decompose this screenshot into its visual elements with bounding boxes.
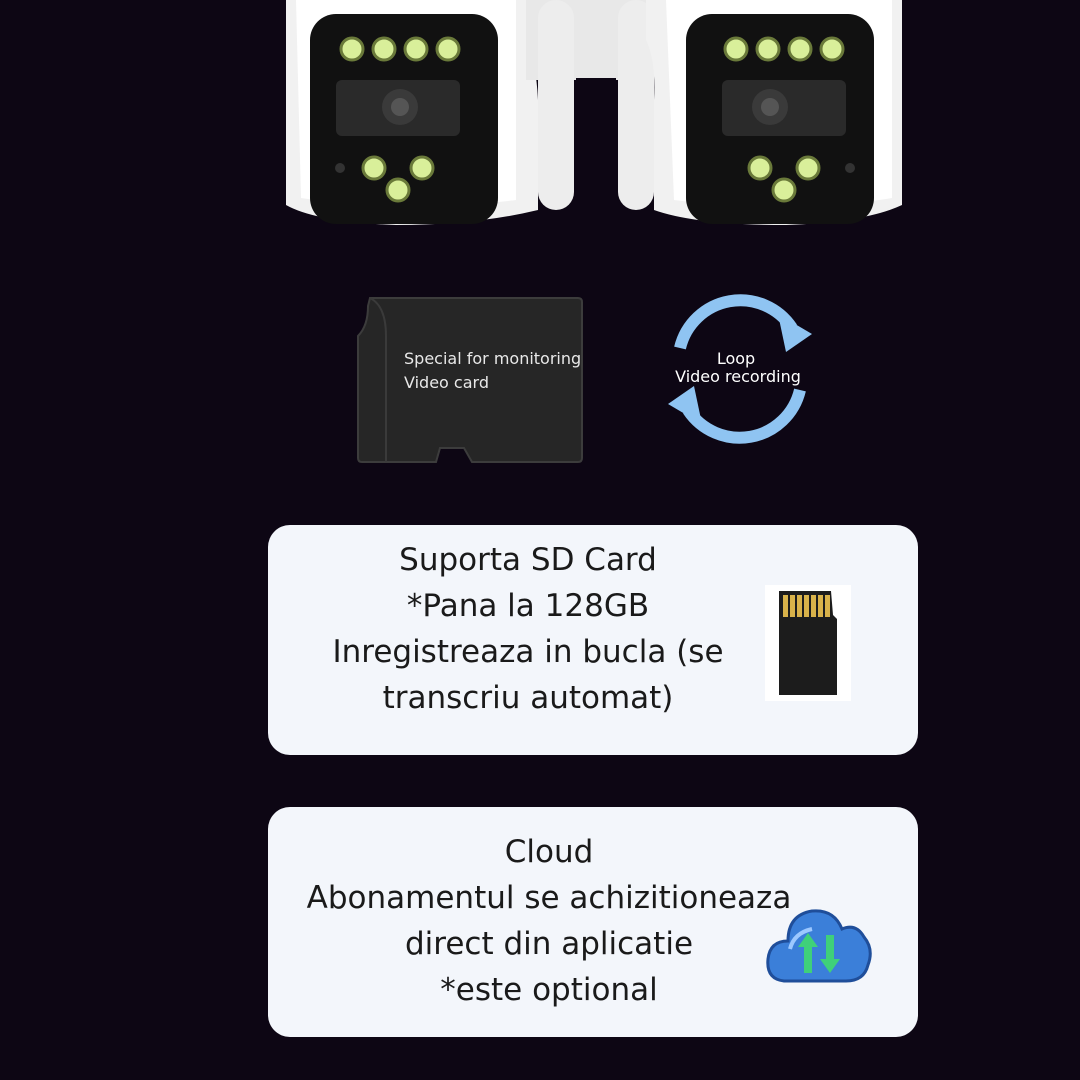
loop-recording-badge: Loop Video recording — [668, 294, 812, 444]
cloud-feature-text: Cloud Abonamentul se achizitioneaza dire… — [288, 829, 810, 1013]
sd-feature-line: *Pana la 128GB — [406, 588, 650, 624]
sd-feature-line: Suporta SD Card — [399, 542, 657, 578]
cloud-feature-line: *este optional — [440, 972, 658, 1008]
sd-card-feature-card: Suporta SD Card *Pana la 128GB Inregistr… — [268, 525, 918, 755]
microsd-card-graphic: Special for monitoring Video card — [357, 297, 583, 463]
loop-arrows-icon — [668, 294, 812, 444]
sd-card-line1: Special for monitoring — [404, 349, 581, 368]
cloud-feature-line: Abonamentul se achizitioneaza — [306, 880, 792, 916]
cloud-upload-icon — [766, 909, 872, 983]
sd-feature-line: transcriu automat) — [382, 680, 674, 716]
cloud-feature-card: Cloud Abonamentul se achizitioneaza dire… — [268, 807, 918, 1037]
sd-feature-text: Suporta SD Card *Pana la 128GB Inregistr… — [288, 537, 768, 721]
sd-feature-line: Inregistreaza in bucla (se — [332, 634, 724, 670]
cloud-feature-line: Cloud — [504, 834, 594, 870]
loop-line1: Loop — [717, 349, 755, 368]
sd-card-line2: Video card — [404, 373, 489, 392]
cloud-feature-line: direct din aplicatie — [404, 926, 694, 962]
loop-line2: Video recording — [675, 367, 801, 386]
microsd-card-icon — [765, 585, 851, 701]
dual-lens-camera-image — [286, 0, 902, 225]
